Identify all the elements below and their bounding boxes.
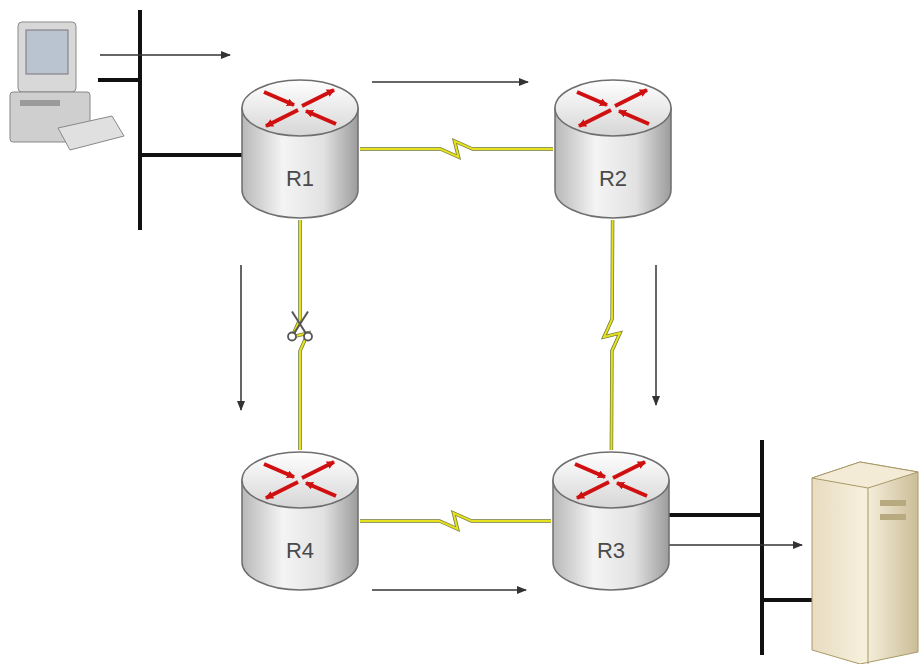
scissors-icon bbox=[288, 312, 312, 341]
flow-arrow bbox=[100, 55, 802, 590]
drawing-part bbox=[372, 589, 526, 591]
router-arrow bbox=[302, 90, 334, 106]
router-top bbox=[242, 452, 358, 508]
server-icon bbox=[812, 462, 918, 664]
router-name: R4 bbox=[240, 540, 360, 562]
drawing-part bbox=[138, 10, 142, 230]
serial-link-line bbox=[360, 513, 551, 529]
router-arrow bbox=[306, 111, 336, 124]
drawing-part bbox=[100, 54, 230, 56]
router-arrow bbox=[306, 483, 336, 496]
drawing-part bbox=[294, 312, 308, 334]
router-arrow bbox=[575, 464, 605, 477]
router-arrows bbox=[577, 90, 649, 126]
router-arrows bbox=[575, 462, 647, 498]
drawing-part bbox=[372, 81, 528, 83]
router-arrow bbox=[302, 462, 334, 478]
drawing-part bbox=[664, 513, 762, 517]
drawing-part bbox=[304, 333, 312, 341]
router-node: R1 bbox=[240, 78, 360, 220]
router-arrows bbox=[264, 462, 336, 498]
router-arrow bbox=[577, 482, 609, 498]
serial-link-outline bbox=[604, 220, 620, 450]
drawing-part bbox=[240, 265, 242, 410]
router-top bbox=[242, 80, 358, 136]
drawing-part bbox=[655, 265, 657, 405]
router-arrow bbox=[615, 90, 647, 106]
router-icon bbox=[551, 450, 671, 592]
drawing-part bbox=[760, 440, 764, 655]
drawing-part bbox=[140, 153, 242, 157]
router-icon bbox=[553, 78, 673, 220]
router-node: R4 bbox=[240, 450, 360, 592]
router-arrows bbox=[264, 90, 336, 126]
drawing-part bbox=[762, 598, 812, 602]
pc-icon bbox=[10, 22, 124, 150]
serial-link bbox=[360, 141, 553, 157]
router-arrow bbox=[266, 482, 298, 498]
lan-segment bbox=[664, 440, 812, 655]
drawing-part bbox=[18, 22, 76, 92]
drawing-part bbox=[26, 30, 68, 74]
router-icon bbox=[240, 450, 360, 592]
drawing-part bbox=[812, 462, 918, 664]
router-top bbox=[555, 80, 671, 136]
router-arrow bbox=[264, 92, 294, 105]
router-arrow bbox=[266, 110, 298, 126]
router-name: R3 bbox=[551, 540, 671, 562]
serial-link bbox=[360, 513, 551, 529]
serial-link-outline bbox=[360, 513, 551, 529]
drawing-part bbox=[288, 333, 296, 341]
drawing-part bbox=[58, 116, 124, 150]
router-icon bbox=[240, 78, 360, 220]
serial-link-line bbox=[604, 220, 620, 450]
router-node: R2 bbox=[553, 78, 673, 220]
router-node: R3 bbox=[551, 450, 671, 592]
router-name: R1 bbox=[240, 168, 360, 190]
lan-segment bbox=[98, 10, 242, 230]
router-arrow bbox=[577, 92, 607, 105]
serial-link bbox=[604, 220, 620, 450]
router-arrow bbox=[579, 110, 611, 126]
drawing-part bbox=[812, 462, 918, 488]
router-arrow bbox=[619, 111, 649, 124]
drawing-part bbox=[868, 488, 869, 664]
router-arrow bbox=[264, 464, 294, 477]
drawing-part bbox=[667, 544, 802, 546]
drawing-part bbox=[98, 78, 140, 82]
drawing-part bbox=[880, 500, 906, 506]
router-arrow bbox=[617, 483, 647, 496]
drawing-part bbox=[20, 100, 60, 106]
router-name: R2 bbox=[553, 168, 673, 190]
router-top bbox=[553, 452, 669, 508]
router-arrow bbox=[613, 462, 645, 478]
serial-link-outline bbox=[360, 141, 553, 157]
drawing-part bbox=[292, 312, 306, 334]
serial-link-line bbox=[360, 141, 553, 157]
drawing-part bbox=[880, 514, 906, 520]
